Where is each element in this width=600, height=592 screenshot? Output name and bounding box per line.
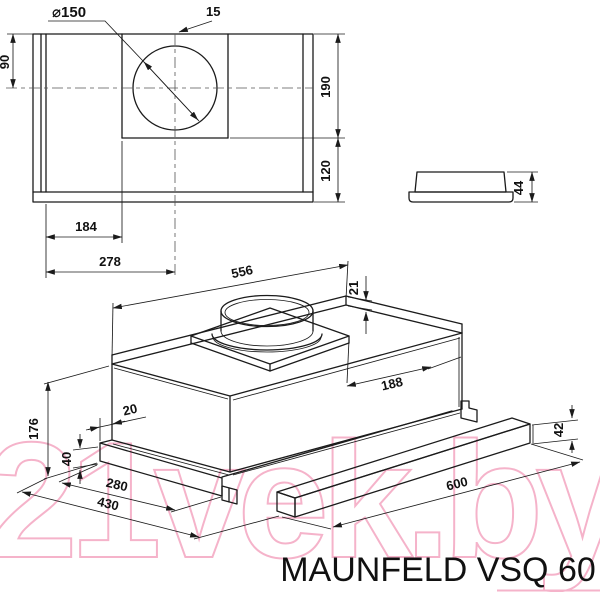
dim-42: 42: [531, 405, 579, 453]
dim-44-label: 44: [511, 180, 526, 195]
dim-44: 44: [507, 171, 538, 203]
dim-188: 188: [346, 339, 462, 393]
dim-duct-diameter: ⌀150: [48, 4, 200, 122]
dim-120-label: 120: [318, 160, 333, 182]
duct-square: [121, 33, 229, 139]
top-view-body-outline: [32, 33, 314, 203]
front-panel: [276, 417, 534, 518]
dim-430: 430: [16, 477, 280, 540]
dim-278-label: 278: [99, 254, 121, 269]
dim-42-label: 42: [551, 423, 566, 437]
mount-bracket: [460, 400, 478, 423]
dim-90: 90: [0, 33, 33, 89]
isometric-view: 556 21 188 176 20: [16, 260, 584, 540]
dim-600-label: 600: [445, 474, 470, 494]
rear-lip: [111, 295, 463, 365]
dim-600: 600: [281, 443, 584, 530]
dim-21-label: 21: [346, 281, 361, 295]
dim-15: 15: [178, 4, 220, 33]
dim-278: 278: [45, 254, 176, 275]
dim-15-label: 15: [206, 4, 220, 19]
side-profile-view: 44: [408, 171, 538, 203]
dim-diameter-label: ⌀150: [52, 4, 86, 21]
dim-430-label: 430: [96, 494, 121, 514]
top-view: ⌀150 15 90 190 120 184: [0, 4, 345, 278]
dim-556-label: 556: [230, 262, 254, 281]
body-top-face: [111, 304, 463, 397]
dim-20: 20: [85, 401, 147, 441]
dim-184-label: 184: [75, 219, 97, 234]
duct-cylinder: [211, 294, 323, 353]
dim-40: 40: [59, 434, 99, 484]
dim-176-label: 176: [26, 418, 41, 440]
dim-190-label: 190: [318, 76, 333, 98]
dim-21: 21: [346, 276, 373, 334]
dim-20-label: 20: [121, 401, 138, 419]
dim-188-label: 188: [380, 374, 405, 393]
visor: [99, 410, 453, 505]
dim-40-label: 40: [59, 452, 74, 466]
dim-184: 184: [45, 141, 123, 278]
dim-90-label: 90: [0, 55, 12, 69]
model-title: MAUNFELD VSQ 60: [280, 551, 596, 589]
dim-120: 120: [314, 137, 345, 203]
dim-190: 190: [230, 33, 345, 139]
dim-280-label: 280: [105, 475, 130, 494]
collar-flange: [408, 191, 514, 203]
dim-556: 556: [111, 260, 349, 359]
collar-top: [414, 171, 507, 193]
